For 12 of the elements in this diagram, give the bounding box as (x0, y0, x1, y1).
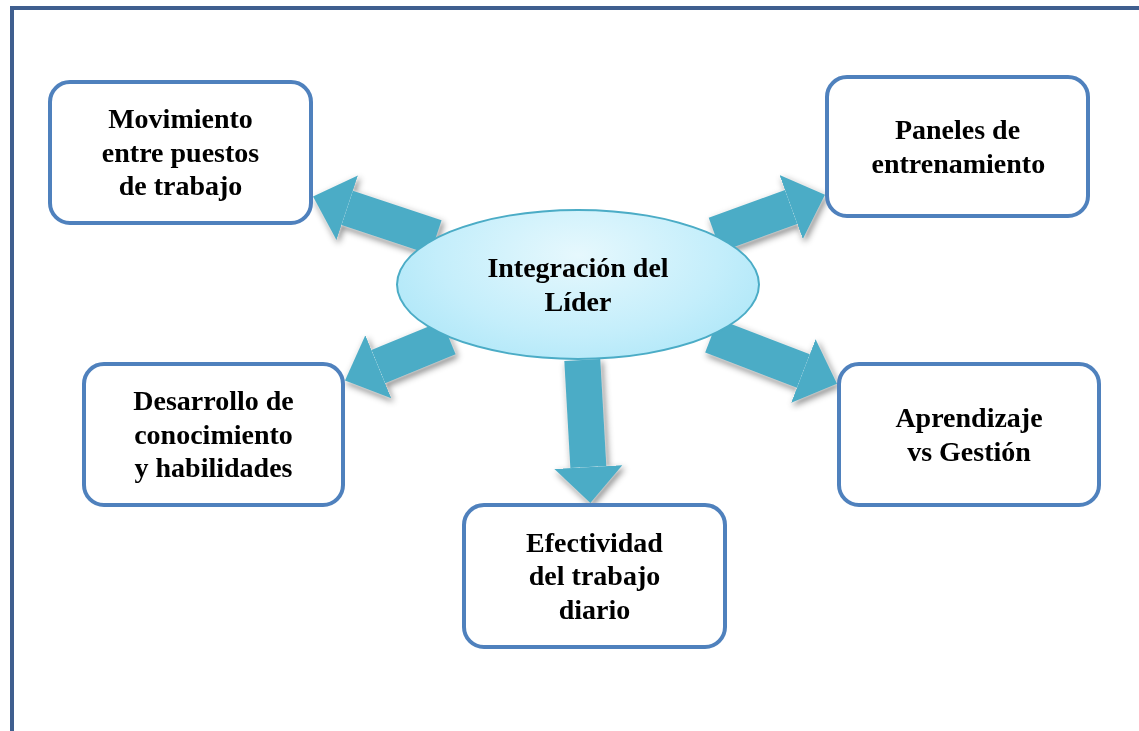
topic-label: Aprendizaje vs Gestión (894, 400, 1044, 469)
central-label: Integración del Líder (486, 250, 670, 319)
topic-box (825, 75, 1090, 218)
topic-box (462, 503, 727, 649)
topic-box (837, 362, 1101, 507)
block-arrow (554, 358, 623, 503)
topic-label: Efectividad del trabajo diario (525, 525, 664, 627)
topic-label: Movimiento entre puestos de trabajo (100, 102, 261, 203)
topic-label: Desarrollo de conocimiento y habilidades (132, 384, 295, 485)
topic-box (48, 80, 313, 225)
topic-label: Paneles de entrenamiento (871, 112, 1044, 181)
topic-box (82, 362, 345, 507)
